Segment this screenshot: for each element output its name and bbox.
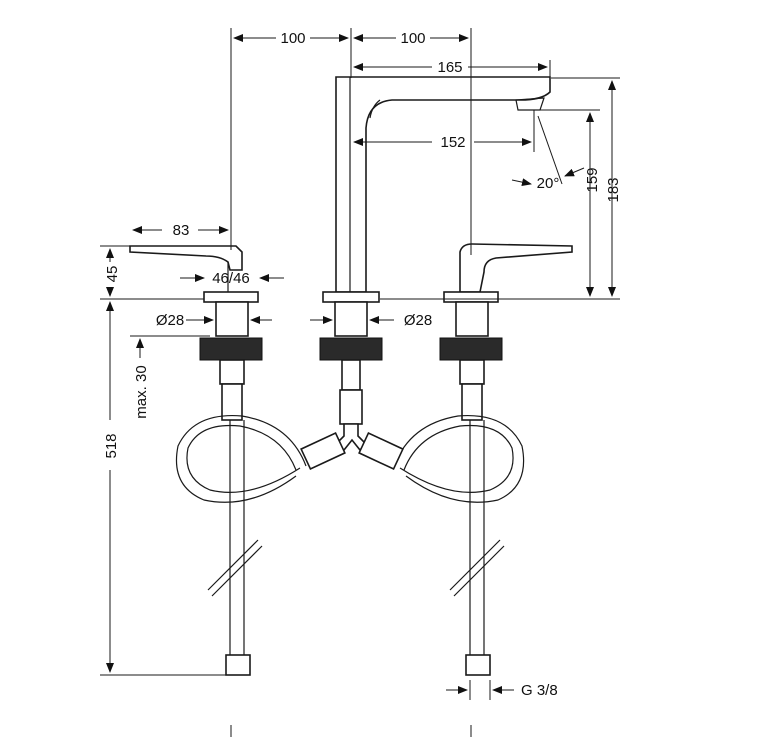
center-body (319, 291, 383, 425)
dim-spout-inner: 152 (440, 134, 465, 151)
dim-spout-outlet-height: 159 (584, 167, 601, 192)
dim-handle-rotation: 46/46 (212, 270, 250, 287)
dim-top-right-spacing: 100 (400, 30, 425, 47)
dim-handle-length: 83 (173, 222, 190, 239)
dim-top-left-spacing: 100 (280, 30, 305, 47)
dim-hose-length: 518 (103, 433, 120, 458)
dim-max-mount-thickness: max. 30 (133, 365, 150, 418)
dimension-labels: 100 100 165 152 20° 159 183 83 45 46/46 … (103, 30, 622, 699)
dim-spout-angle: 20° (537, 175, 560, 192)
dim-connection-thread: G 3/8 (521, 682, 558, 699)
hoses (175, 414, 525, 676)
dimension-lines (106, 34, 616, 694)
left-handle (129, 245, 263, 421)
dim-center-body-diameter: Ø28 (404, 312, 432, 329)
extension-lines (100, 28, 620, 737)
dim-handle-height: 45 (104, 266, 121, 283)
dim-spout-reach: 165 (437, 59, 462, 76)
spout (335, 76, 551, 293)
dim-left-body-diameter: Ø28 (156, 312, 184, 329)
right-handle (439, 243, 573, 421)
dim-total-height: 183 (605, 177, 622, 202)
